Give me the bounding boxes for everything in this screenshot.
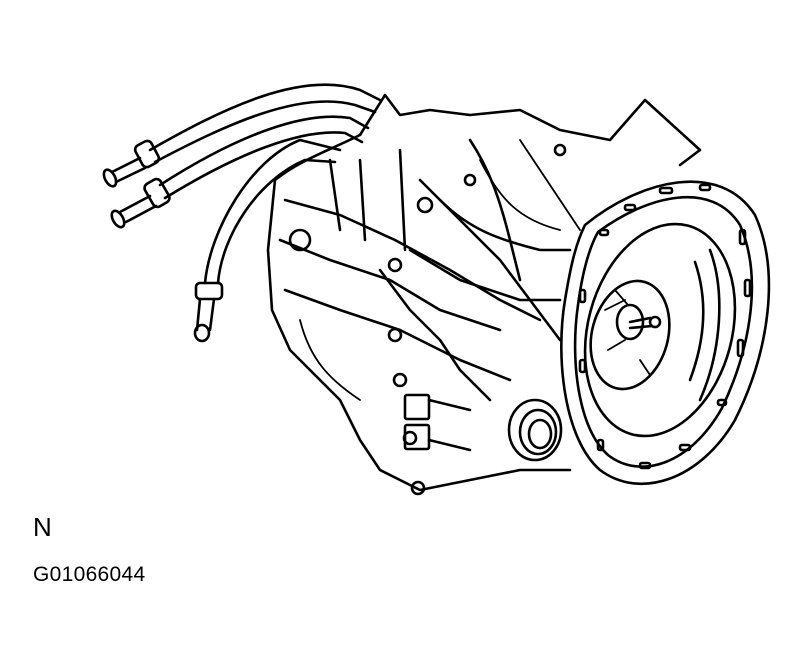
transaxle-case (266, 93, 702, 496)
torque-converter-housing (560, 180, 771, 486)
figure-id: G01066044 (33, 563, 146, 586)
cable-2 (110, 115, 370, 229)
torque-converter (583, 222, 737, 438)
view-label: N (33, 512, 52, 542)
output-seal (507, 398, 563, 462)
cable-1 (102, 83, 382, 188)
mounting-bracket (403, 393, 472, 452)
